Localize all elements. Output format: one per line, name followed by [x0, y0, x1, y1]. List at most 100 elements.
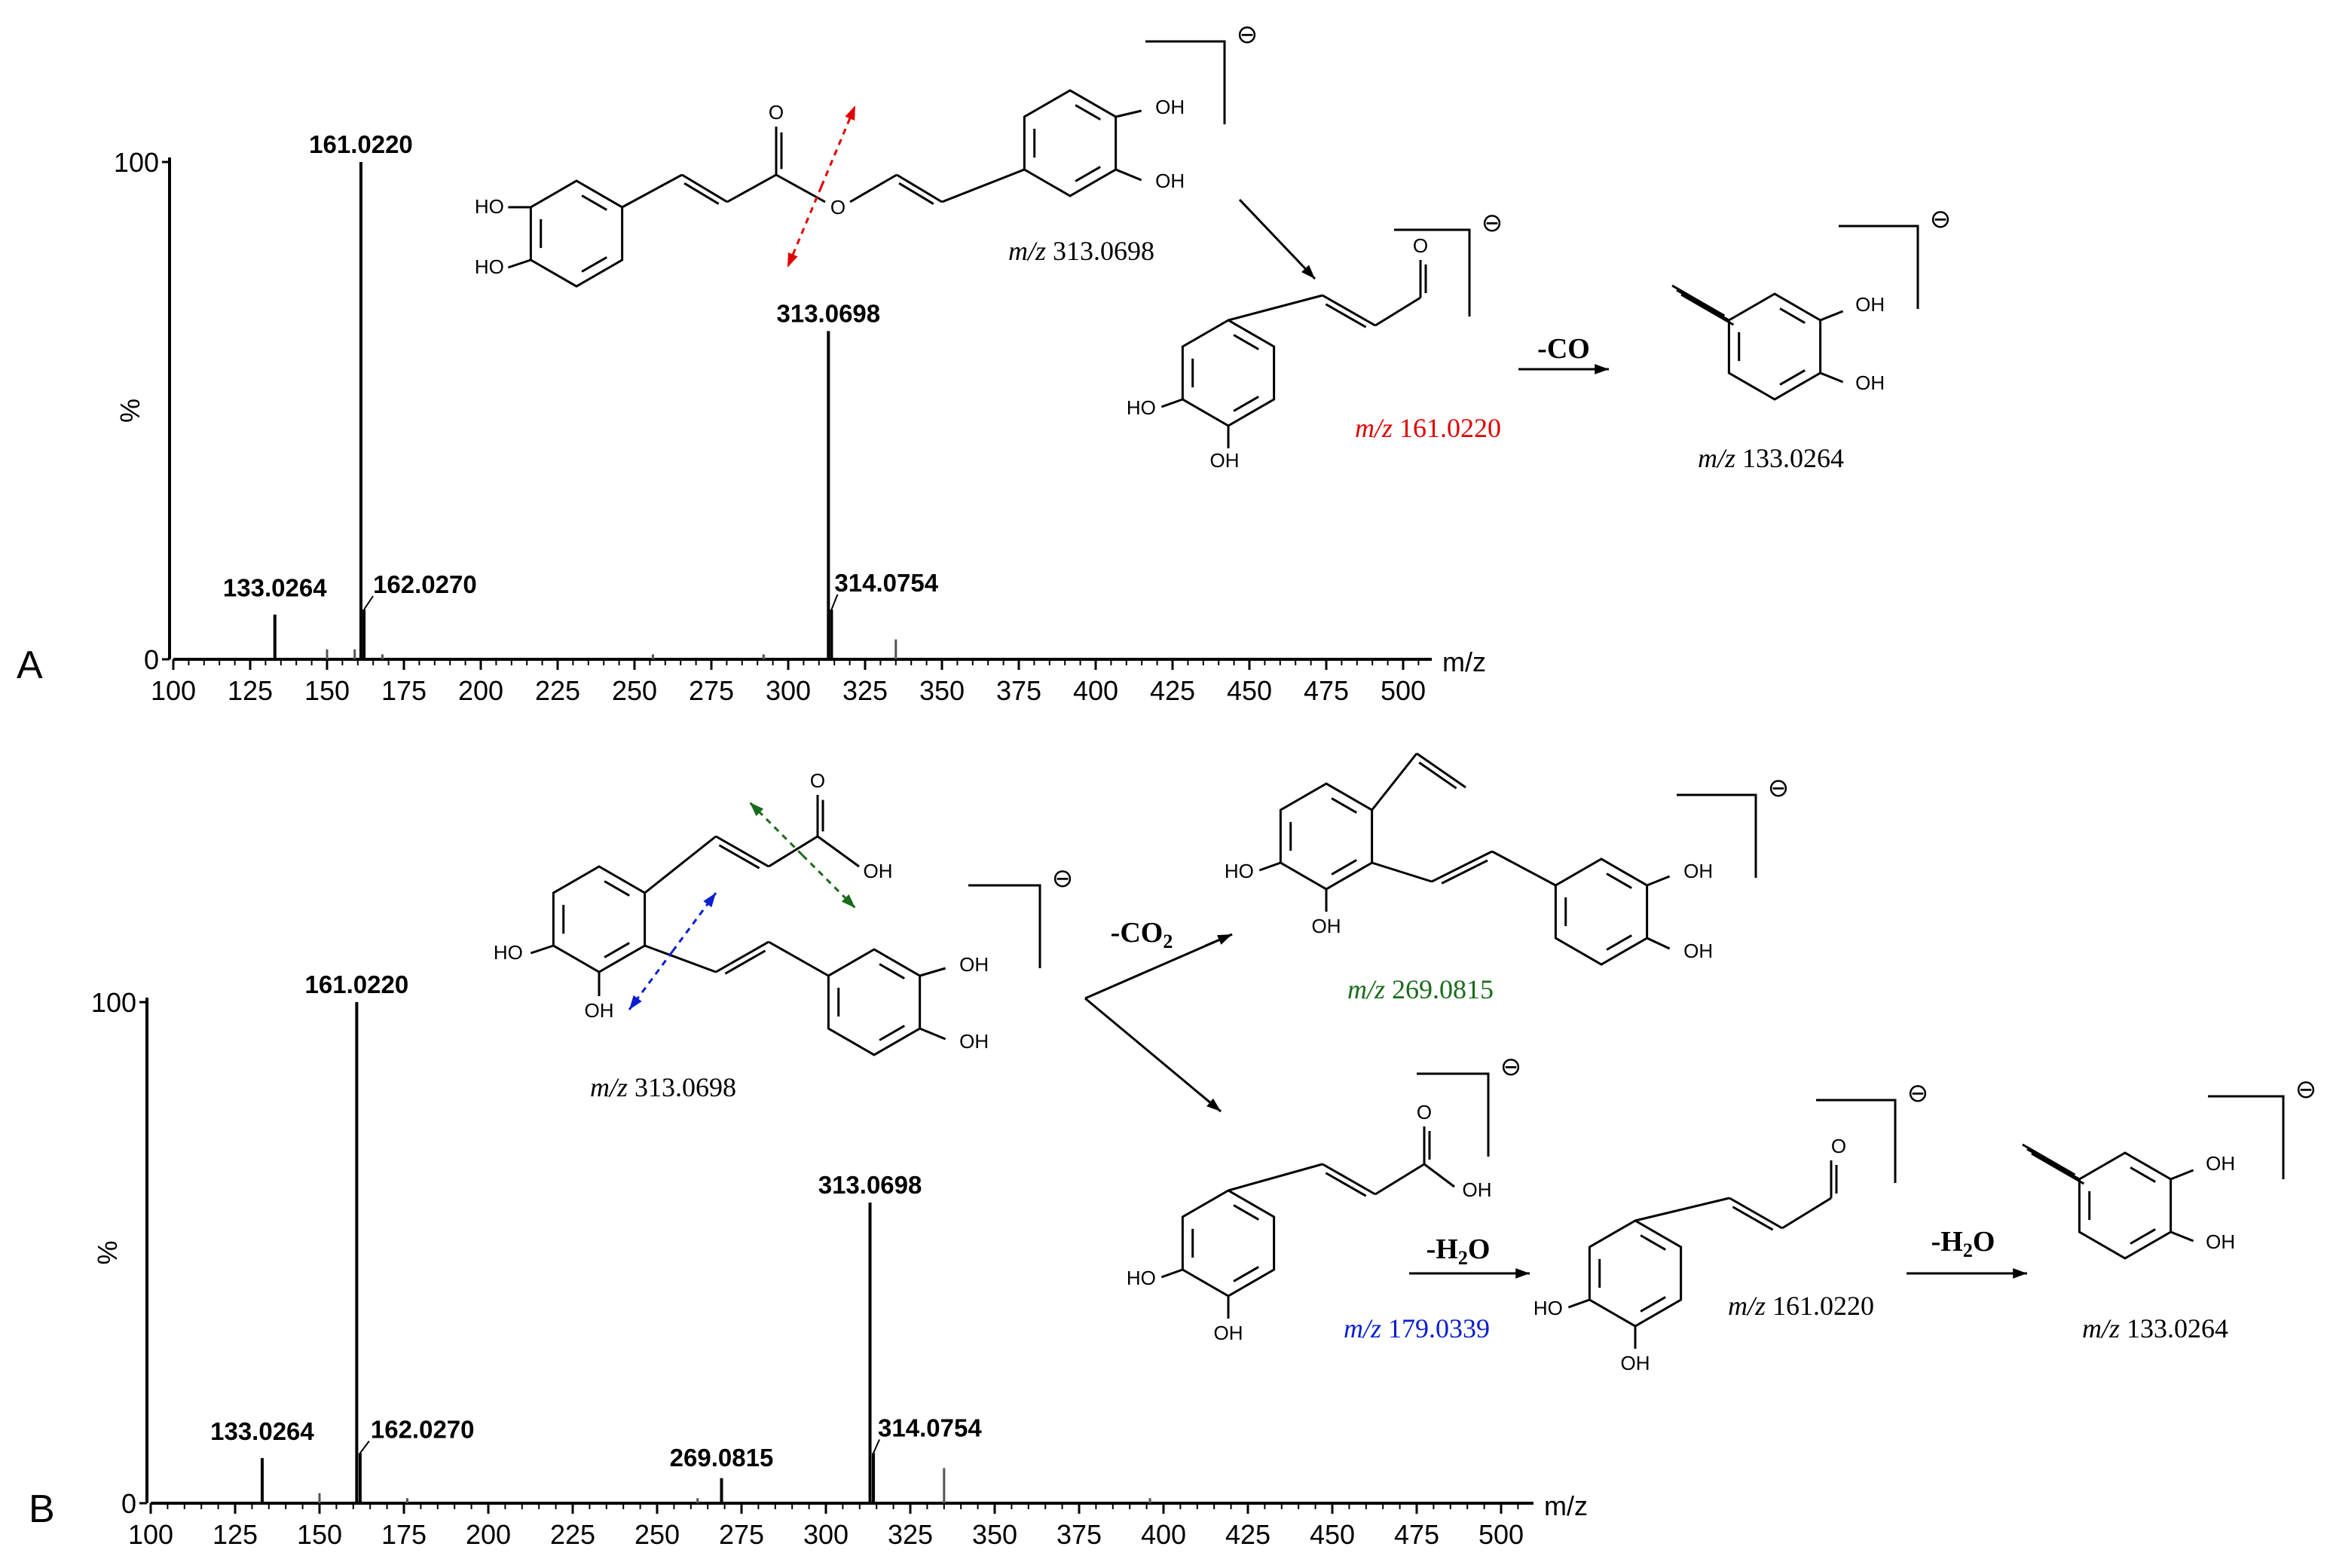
ring-a-frag133: [1727, 292, 1822, 401]
bond: [1567, 1298, 1590, 1309]
atom-label: O: [830, 196, 845, 219]
atom-label: OH: [1155, 96, 1185, 118]
atom-label: OH: [1312, 915, 1341, 937]
atom-label: HO: [1225, 860, 1254, 882]
bond: [1676, 289, 1730, 322]
atom-label: O: [1417, 1101, 1432, 1123]
x-tick-label: 325: [842, 675, 888, 706]
bracket-a-133: [1839, 225, 1919, 309]
x-tick-label: 250: [634, 1519, 680, 1550]
x-tick-label: 300: [803, 1519, 849, 1550]
alkene-double-bond: [715, 835, 769, 868]
mz-a-161: m/z 161.0220: [1355, 413, 1501, 443]
peak-label: 269.0815: [670, 1444, 774, 1472]
ring-a-frag161: [1181, 319, 1276, 427]
aromatic-double-bond: [1640, 1234, 1666, 1251]
ring-b-right: [827, 948, 922, 1056]
peak-label-leader: [830, 594, 839, 610]
ring-b-left: [552, 865, 647, 974]
bond: [1228, 294, 1323, 322]
alkene-double-bond: [683, 182, 720, 205]
x-tick-label: 425: [1225, 1519, 1271, 1550]
peak-label: 314.0754: [834, 569, 938, 597]
charge-symbol: ⊖: [1500, 1052, 1522, 1082]
loss-b-h2o-1: -H2O: [1426, 1233, 1491, 1269]
charge-symbol: ⊖: [1930, 204, 1952, 234]
atom-label: O: [1831, 1135, 1846, 1157]
x-tick-label: 300: [766, 675, 811, 706]
mz-value: 133.0264: [1742, 443, 1844, 473]
mz-b-269: m/z 269.0815: [1347, 974, 1494, 1004]
atom-label: HO: [1127, 396, 1156, 419]
bond: [2026, 1148, 2081, 1181]
arrow-head: [787, 252, 798, 267]
x-tick-label: 200: [466, 1519, 511, 1550]
aromatic-double-bond: [1075, 166, 1101, 182]
bond: [1160, 1268, 1183, 1279]
alkene-double-bond: [718, 844, 760, 870]
x-tick-label: 375: [996, 675, 1041, 706]
bond: [1115, 168, 1142, 182]
aromatic-double-bond: [604, 942, 630, 958]
alkene-double-bond: [715, 940, 769, 974]
arrow-head: [1217, 934, 1232, 945]
atom-label: HO: [494, 941, 523, 964]
peak-label: 162.0270: [373, 570, 477, 598]
aromatic-double-bond: [1233, 1266, 1259, 1282]
mz-prefix: m/z: [1008, 236, 1053, 266]
x-tick-label: 325: [888, 1519, 933, 1550]
bond: [530, 944, 554, 955]
loss-text: -H: [1426, 1233, 1458, 1265]
mz-value: 313.0698: [1053, 236, 1154, 266]
alkene-double-bond: [1325, 1172, 1367, 1197]
bracket-a-161: [1394, 228, 1471, 316]
mz-prefix: m/z: [1355, 413, 1399, 443]
x-tick-label: 100: [128, 1519, 173, 1550]
atom-label: HO: [475, 255, 504, 278]
loss-text: O: [1973, 1226, 1995, 1258]
peak-label: 133.0264: [210, 1417, 314, 1445]
aromatic-double-bond: [1779, 369, 1806, 386]
alkene-double-bond: [1431, 850, 1493, 883]
bond: [817, 835, 860, 868]
arrow-head: [703, 893, 716, 908]
bond: [621, 173, 683, 209]
ring-a-left: [529, 179, 624, 288]
bond: [1671, 284, 1726, 317]
mz-b-parent: m/z 313.0698: [590, 1072, 736, 1102]
x-tick-label: 125: [213, 1519, 258, 1550]
bond: [1820, 371, 1844, 384]
charge-symbol: ⊖: [1237, 20, 1258, 50]
aromatic-double-bond: [1075, 104, 1101, 121]
atom-label: OH: [1621, 1352, 1650, 1374]
bond: [1115, 109, 1142, 118]
mz-value: 133.0264: [2127, 1313, 2228, 1343]
bracket-a-parent: [1145, 40, 1226, 124]
bond: [1680, 293, 1735, 326]
x-tick-label: 125: [228, 675, 273, 706]
ring-b-179: [1181, 1189, 1276, 1297]
y-tick-label: 100: [114, 147, 159, 178]
bond: [2170, 1169, 2194, 1181]
mz-b-133: m/z 133.0264: [2082, 1313, 2228, 1343]
atom-label: HO: [1533, 1297, 1563, 1319]
arrow-head: [2013, 1268, 2027, 1279]
aromatic-double-bond: [1606, 934, 1632, 951]
peak-label: 133.0264: [223, 574, 327, 602]
ring-b-269-left: [1279, 782, 1374, 891]
loss-b-h2o-2: -H2O: [1931, 1226, 1995, 1261]
mz-a-parent: m/z 313.0698: [1008, 236, 1154, 266]
peak-label: 314.0754: [878, 1414, 982, 1442]
panel-label: A: [17, 643, 43, 687]
alkene-double-bond: [1729, 1197, 1783, 1230]
bond: [768, 835, 818, 868]
x-tick-label: 475: [1394, 1519, 1439, 1550]
x-axis-label: m/z: [1544, 1490, 1588, 1521]
mz-value: 269.0815: [1392, 974, 1494, 1004]
x-tick-label: 475: [1304, 675, 1349, 706]
x-tick-label: 350: [972, 1519, 1017, 1550]
arrow-head: [841, 894, 855, 908]
mz-value: 161.0220: [1399, 413, 1501, 443]
bond: [2022, 1143, 2076, 1176]
